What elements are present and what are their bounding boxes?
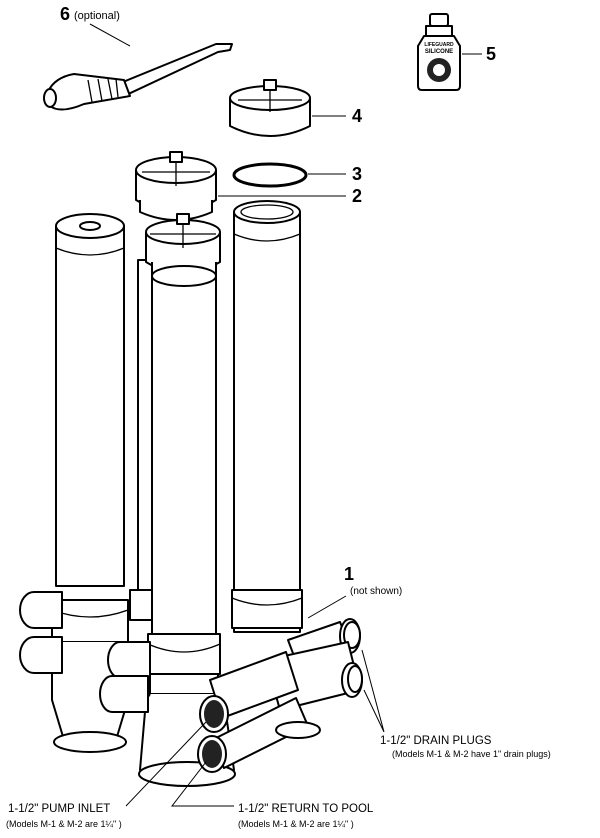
silicone-bottle: LIFEGUARD SILICONE <box>417 13 461 91</box>
callout-6: 6 (optional) <box>60 4 131 47</box>
column-back-right <box>231 200 303 633</box>
callout-4-number: 4 <box>352 106 362 126</box>
bottle-brand: LIFEGUARD <box>424 42 454 48</box>
callout-4: 4 <box>312 106 362 126</box>
lock-ring-part2 <box>135 151 217 221</box>
column-back-left <box>55 213 125 587</box>
tool-wrench <box>43 43 233 111</box>
return-to-pool-note: (Models M-1 & M-2 are 1¼" ) <box>238 819 354 829</box>
return-to-pool-title: 1-1/2" RETURN TO POOL <box>238 803 374 815</box>
manifold-pipes <box>197 618 363 773</box>
callout-2-number: 2 <box>352 186 362 206</box>
label-pump-inlet: 1-1/2" PUMP INLET (Models M-1 & M-2 are … <box>6 721 207 829</box>
column-front <box>99 213 236 787</box>
callout-1-number: 1 <box>344 564 354 584</box>
callout-3-number: 3 <box>352 164 362 184</box>
callout-5: 5 <box>462 44 496 64</box>
label-return-to-pool: 1-1/2" RETURN TO POOL (Models M-1 & M-2 … <box>170 761 374 829</box>
callout-6-number: 6 <box>60 4 70 24</box>
lock-ring-part4 <box>229 79 311 137</box>
bottle-product: SILICONE <box>425 49 453 55</box>
callout-3: 3 <box>308 164 362 184</box>
drain-plugs-title: 1-1/2" DRAIN PLUGS <box>380 735 492 747</box>
callout-2: 2 <box>218 186 362 206</box>
callout-1-note: (not shown) <box>350 586 402 597</box>
drain-plugs-note: (Models M-1 & M-2 have 1" drain plugs) <box>392 749 551 759</box>
callout-5-number: 5 <box>486 44 496 64</box>
label-drain-plugs: 1-1/2" DRAIN PLUGS (Models M-1 & M-2 hav… <box>361 649 551 759</box>
pump-inlet-title: 1-1/2" PUMP INLET <box>8 803 110 815</box>
callout-1: 1 (not shown) <box>307 564 402 619</box>
callout-6-note: (optional) <box>74 10 120 22</box>
o-ring-part3 <box>232 162 308 188</box>
pump-inlet-note: (Models M-1 & M-2 are 1¼" ) <box>6 819 122 829</box>
